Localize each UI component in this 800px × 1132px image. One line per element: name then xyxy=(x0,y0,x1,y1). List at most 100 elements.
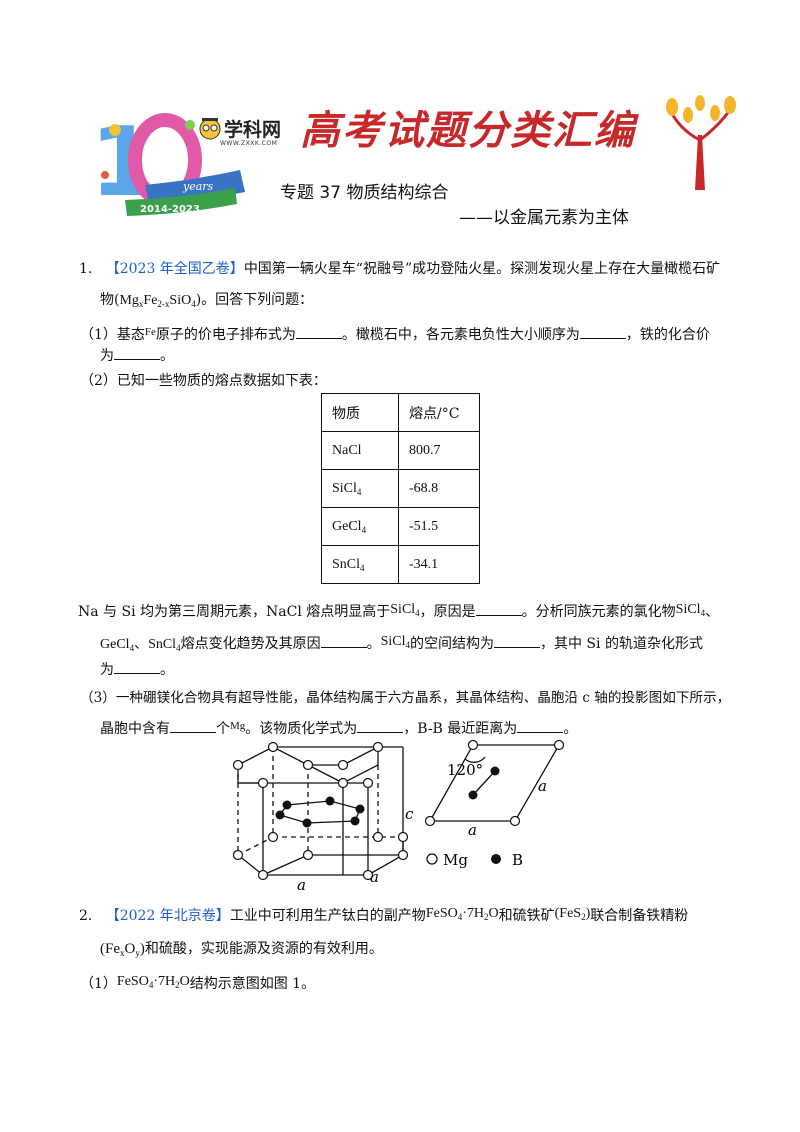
q1-stem-b: 物( xyxy=(100,292,120,308)
olivine-formula: MgxFe2-xSiO4 xyxy=(119,293,196,309)
answer-blank[interactable] xyxy=(170,720,216,733)
logo-text: 学科网 xyxy=(224,119,282,141)
q1-part1-line2: 为。 xyxy=(100,346,174,366)
q1-part3-line1: （3）一种硼镁化合物具有超导性能，晶体结构属于六方晶系，其晶体结构、晶胞沿 c … xyxy=(80,690,731,706)
q1-part3-line2: 晶胞中含有个Mg。该物质化学式为，B-B 最近距离为。 xyxy=(100,716,577,739)
sicl4-formula: SiCl4 xyxy=(380,634,410,650)
q1-line2: 物(MgxFe2-xSiO4)。回答下列问题： xyxy=(100,290,313,314)
sncl4-formula: SnCl4 xyxy=(148,637,181,653)
q2-l2-b: 和硫酸，实现能源及资源的有效利用。 xyxy=(144,941,383,957)
years-logo: 1 years 2014-2023 xyxy=(90,108,245,218)
q1-stem-b-post: )。回答下列问题： xyxy=(195,292,314,308)
table-row: GeCl4 -51.5 xyxy=(321,507,480,546)
mg-atom xyxy=(232,849,244,861)
q1-part2-line2: GeCl4、SnCl4熔点变化趋势及其原因 。SiCl4的空间结构为 ，其中 Si … xyxy=(100,632,703,658)
owl-icon xyxy=(199,118,221,140)
gecl4-formula: GeCl4 xyxy=(100,637,135,653)
q1-source: 【2023 年全国乙卷】 xyxy=(105,261,244,277)
q2-l1-b: 和硫铁矿 xyxy=(498,908,555,924)
p3-l2-a: 晶胞中含有 xyxy=(100,721,170,737)
angle-label: 120° xyxy=(447,761,483,779)
p2-l2-a: 、 xyxy=(134,636,149,652)
fes2-formula: (FeS2) xyxy=(554,906,591,922)
table-cell: SiCl4 xyxy=(321,469,399,508)
p2-l2-c: 。 xyxy=(366,636,381,652)
answer-blank[interactable] xyxy=(517,720,564,733)
answer-blank[interactable] xyxy=(475,603,522,616)
legend-b: B xyxy=(512,851,523,869)
mg-atom xyxy=(553,739,565,751)
table-cell: SnCl4 xyxy=(321,545,399,584)
axis-label-a: a xyxy=(370,868,379,886)
axis-label-a: a xyxy=(538,777,547,795)
mg-atom xyxy=(257,777,269,789)
b-atom xyxy=(275,810,285,820)
table-header: 熔点/°C xyxy=(398,393,480,432)
q1-number: 1. xyxy=(79,261,93,277)
fe-symbol: Fe xyxy=(144,326,156,338)
table-header: 物质 xyxy=(321,393,399,432)
p3-l2-c: 。该物质化学式为 xyxy=(245,721,358,737)
mg-symbol: Mg xyxy=(230,720,246,732)
answer-blank[interactable] xyxy=(579,326,626,339)
mg-atom xyxy=(467,739,479,751)
mg-atom xyxy=(267,741,279,753)
p3-l2-d: ，B-B 最近距离为 xyxy=(403,721,518,737)
mg-atoms xyxy=(232,741,409,881)
axis-label-a: a xyxy=(297,876,306,894)
sicl4-formula: SiCl4 xyxy=(675,602,706,618)
years-range: 2014-2023 xyxy=(140,204,200,215)
topic-subtitle: ——以金属元素为主体 xyxy=(459,208,629,228)
answer-blank[interactable] xyxy=(114,661,160,674)
legend-b-marker xyxy=(491,854,501,864)
answer-blank[interactable] xyxy=(320,635,367,648)
q2-l1-c: 联合制备铁精粉 xyxy=(590,908,689,924)
b-atom xyxy=(325,796,335,806)
b-atom xyxy=(302,818,312,828)
p1-d: ，铁的化合价 xyxy=(625,327,710,343)
p3-l2-b: 个 xyxy=(216,721,230,737)
mg-atom xyxy=(372,831,384,843)
sicl4-formula: SiCl4 xyxy=(390,602,420,618)
answer-blank[interactable] xyxy=(357,720,404,733)
p2-l1-b: ，原因是 xyxy=(419,604,476,620)
melting-point-table: 物质 熔点/°C NaCl 800.7 SiCl4 -68.8 GeCl4 -5… xyxy=(321,393,480,584)
p2-l2-d: 的空间结构为 xyxy=(409,636,494,652)
legend-mg: Mg xyxy=(443,851,468,869)
answer-blank[interactable] xyxy=(493,635,540,648)
table-cell: GeCl4 xyxy=(321,507,399,546)
table-cell: -34.1 xyxy=(398,545,480,584)
mg-atom xyxy=(397,849,409,861)
table-row: NaCl 800.7 xyxy=(321,431,480,470)
table-cell: -68.8 xyxy=(398,469,480,508)
q2-line1: 2. 【2022 年北京卷】工业中可利用生产钛白的副产物FeSO4·7H2O和硫… xyxy=(79,904,688,927)
b-atom xyxy=(350,816,360,826)
q1-stem: 中国第一辆火星车“祝融号”成功登陆火星。探测发现火星上存在大量橄榄石矿 xyxy=(243,261,721,277)
table-row: SnCl4 -34.1 xyxy=(321,545,480,584)
q2-source: 【2022 年北京卷】 xyxy=(105,908,230,924)
q2-part1: （1）FeSO4·7H2O结构示意图如图 1。 xyxy=(80,972,315,995)
answer-blank[interactable] xyxy=(114,347,160,360)
mg-atom xyxy=(337,777,349,789)
mg-atom xyxy=(372,741,384,753)
formula-mg: Mg xyxy=(119,293,139,308)
table-cell: -51.5 xyxy=(398,507,480,546)
table-row: SiCl4 -68.8 xyxy=(321,469,480,508)
feso4-formula: FeSO4·7H2O xyxy=(425,906,499,922)
q1-line1: 1. 【2023 年全国乙卷】中国第一辆火星车“祝融号”成功登陆火星。探测发现火… xyxy=(79,259,720,279)
topic-title: 专题 37 物质结构综合 xyxy=(280,183,449,203)
p1-b: 原子的价电子排布式为 xyxy=(155,327,296,343)
b-atom xyxy=(282,800,292,810)
q2-line2: (FexOy)和硫酸，实现能源及资源的有效利用。 xyxy=(100,939,383,963)
q1-part2-intro: （2）已知一些物质的熔点数据如下表： xyxy=(80,373,327,389)
q2-l3-b: 结构示意图如图 1。 xyxy=(189,976,316,992)
mg-atom xyxy=(302,759,314,771)
answer-blank[interactable] xyxy=(295,326,342,339)
q2-l3-a: （1） xyxy=(80,976,117,992)
p2-l2-e: ，其中 Si 的轨道杂化形式 xyxy=(539,636,703,652)
hexagonal-prism xyxy=(237,746,404,876)
p2-l1-c: 。分析同族元素的氯化物 xyxy=(521,604,676,620)
p2-l3-a: 为 xyxy=(100,662,114,678)
p2-l2-b: 熔点变化趋势及其原因 xyxy=(180,636,321,652)
mg-atom xyxy=(267,831,279,843)
